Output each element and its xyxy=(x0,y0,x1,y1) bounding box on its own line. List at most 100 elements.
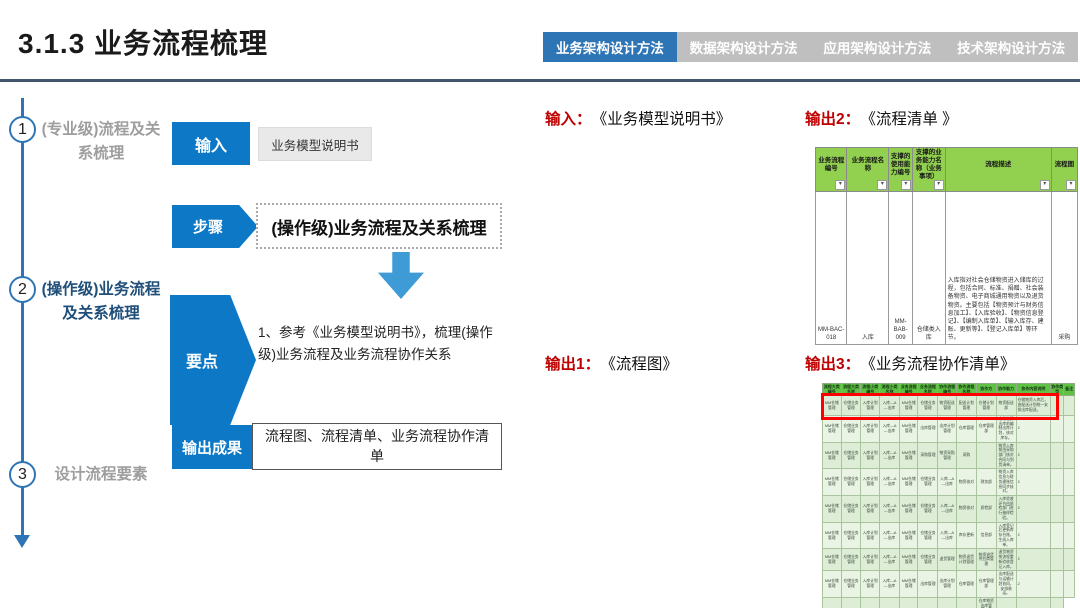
table-cell: 库存更新 xyxy=(955,521,977,550)
table-cell: 仓储业务管理 xyxy=(840,596,862,608)
table-cell: 仓库管理 xyxy=(955,596,977,608)
table-cell xyxy=(1050,596,1065,608)
table-cell: 仓储业务管理 xyxy=(840,495,862,523)
table-cell: 退货管理 xyxy=(937,548,957,572)
output-input-value: 《业务模型说明书》 xyxy=(599,111,732,128)
timeline-step-1-label: (专业级)流程及关系梳理 xyxy=(41,121,161,162)
table-cell: 仓储业务管理 xyxy=(917,521,939,550)
table-cell: 入库—A—出库 xyxy=(879,395,900,416)
table-cell: MM-BAC-018 xyxy=(814,190,848,345)
timeline-arrow-icon xyxy=(14,535,30,548)
table-row: MM仓储管理仓储业务管理入库计划管理入库—A—出库MM仓储管理出库管理出库单审计… xyxy=(822,596,1075,608)
table-cell: 物资退货计划管理 xyxy=(955,548,977,572)
table-cell: 物资入库前由采购部门核对合同与到货清单。 xyxy=(995,441,1017,470)
table-cell: 入库—A—出库 xyxy=(937,521,957,550)
output-3-prefix: 输出3： xyxy=(805,356,861,373)
table-cell xyxy=(1063,441,1075,470)
table-header-cell: 协作内容说明 xyxy=(1015,383,1052,396)
timeline-step-3-circle: 3 xyxy=(9,461,36,488)
table-cell: 2 xyxy=(1015,495,1052,523)
table-cell: 仓储业务管理 xyxy=(840,521,862,550)
output-1-prefix: 输出1： xyxy=(545,356,601,373)
table-cell: 仓储业务管理 xyxy=(917,468,939,497)
output-input-prefix: 输入： xyxy=(545,111,592,128)
table-cell xyxy=(1063,415,1075,443)
table-cell: 仓储物资入库后，由配送计划统一安排出库配送。 xyxy=(1015,395,1052,416)
table-cell: 物资退货供应商管理 xyxy=(975,548,997,572)
table-cell: 出库计划管理 xyxy=(937,570,957,598)
table-cell: 入库计划管理 xyxy=(860,468,881,497)
table-header-cell: 流程图 xyxy=(1050,147,1079,192)
table-header-cell: 业务流程名称 xyxy=(846,147,890,192)
table-cell: 2 xyxy=(1015,521,1052,550)
table-cell: 2 xyxy=(1015,441,1052,470)
table-cell: MM仓储管理 xyxy=(822,548,842,572)
table-header-cell: 备注 xyxy=(1063,383,1075,396)
method-tabbar: 业务架构设计方法 数据架构设计方法 应用架构设计方法 技术架构设计方法 xyxy=(543,32,1078,62)
table-cell xyxy=(1050,468,1065,497)
down-arrow-icon xyxy=(378,252,424,299)
table-cell xyxy=(1050,548,1065,572)
table-cell: MM仓储管理 xyxy=(822,468,842,497)
table-header-cell: 业务流程编号 xyxy=(898,383,919,396)
output-3-value: 《业务流程协作清单》 xyxy=(868,356,1016,373)
collaboration-list-table-screenshot: 流程大类编号流程大类名称流程小类编号流程小类名称业务流程编号业务流程名称协作流程… xyxy=(822,383,1075,608)
timeline-step-2-circle: 2 xyxy=(9,276,36,303)
table-cell: MM仓储管理 xyxy=(898,495,919,523)
table-cell: 入库—A—出库 xyxy=(879,468,900,497)
table-cell: MM仓储管理 xyxy=(898,596,919,608)
tab-business-architecture[interactable]: 业务架构设计方法 xyxy=(543,32,677,62)
table-cell: 入库计划管理 xyxy=(860,596,881,608)
tab-data-architecture[interactable]: 数据架构设计方法 xyxy=(689,41,798,56)
table-cell: 入库计划管理 xyxy=(860,495,881,523)
table-cell: MM仓储管理 xyxy=(898,468,919,497)
points-text: 1、参考《业务模型说明书》，梳理(操作级)业务流程及业务流程协作关系 xyxy=(258,325,493,362)
table-cell: MM仓储管理 xyxy=(822,570,842,598)
output-2-prefix: 输出2： xyxy=(805,111,861,128)
table-cell: MM仓储管理 xyxy=(822,495,842,523)
table-cell xyxy=(1063,395,1075,416)
output-1-label: 输出1：《流程图》 xyxy=(545,352,678,374)
result-value-box: 流程图、流程清单、业务流程协作清单 xyxy=(252,423,502,470)
table-cell: 出库配送与运输计划协同，安排装运。 xyxy=(995,570,1017,598)
table-cell: 采购 xyxy=(1050,190,1079,345)
step-value-box: (操作级)业务流程及关系梳理 xyxy=(256,203,502,249)
tab-technology-architecture[interactable]: 技术架构设计方法 xyxy=(957,41,1066,56)
table-cell: 仓储物资出库前编制出库计划，核对库存。 xyxy=(995,415,1017,443)
table-cell: 仓储业务管理 xyxy=(840,395,862,416)
table-cell: 仓储业务管理 xyxy=(840,441,862,470)
table-cell: 出库单审计管理（出库单审计管理、确认出库单） xyxy=(937,596,957,608)
table-cell xyxy=(1050,570,1065,598)
table-header-cell: 支撑的使用能力编号 xyxy=(888,147,913,192)
table-cell xyxy=(1063,468,1075,497)
table-cell xyxy=(1063,548,1075,572)
timeline-line xyxy=(21,98,24,536)
table-cell: 入库—A—出库 xyxy=(879,521,900,550)
output-3-label: 输出3： 《业务流程协作清单》 xyxy=(805,352,1015,374)
table-header-cell: 流程描述 xyxy=(944,147,1052,192)
table-cell: 仓储业务管理 xyxy=(917,395,939,416)
table-cell: 2 xyxy=(1015,468,1052,497)
tab-application-architecture[interactable]: 应用架构设计方法 xyxy=(823,41,932,56)
timeline-step-3-label: 设计流程要素 xyxy=(54,466,148,483)
table-cell: 入库—A—出库 xyxy=(879,495,900,523)
table-cell: 采购 xyxy=(955,441,977,470)
table-cell: 入库计划管理 xyxy=(860,395,881,416)
table-cell: 入库计划管理 xyxy=(860,521,881,550)
table-cell: 2 xyxy=(1015,548,1052,572)
table-cell: 物资核对 xyxy=(955,495,977,523)
points-tag: 要点 xyxy=(170,295,256,425)
table-cell: 入库—A—出库 xyxy=(879,441,900,470)
table-cell: 仓库管理部 xyxy=(975,415,997,443)
table-cell xyxy=(1015,596,1052,608)
table-cell xyxy=(1063,570,1075,598)
table-cell: MM仓储管理 xyxy=(822,596,842,608)
timeline-step-1-circle: 1 xyxy=(9,116,36,143)
table-cell: MM仓储管理 xyxy=(822,441,842,470)
table-cell: 仓储计划管理 xyxy=(975,395,997,416)
table-cell: MM仓储管理 xyxy=(822,415,842,443)
